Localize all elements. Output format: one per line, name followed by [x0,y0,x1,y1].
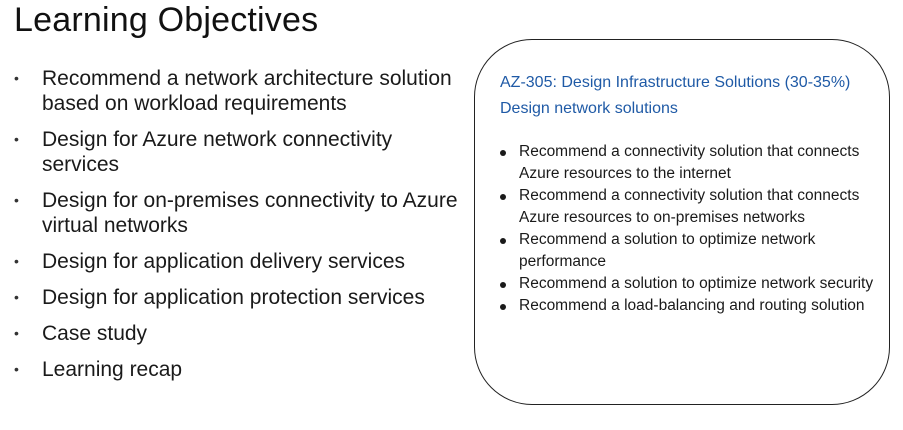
objectives-list: • Recommend a network architecture soluti… [14,66,464,393]
bullet-dot-icon [500,194,506,200]
card-skills-list: Recommend a connectivity solution that c… [500,141,875,317]
bullet-icon: • [14,325,19,341]
slide-title: Learning Objectives [14,1,319,39]
bullet-dot-icon [500,150,506,156]
objective-text: Case study [42,322,148,345]
bullet-icon: • [14,192,19,208]
skill-item: Recommend a connectivity solution that c… [500,141,875,185]
objective-item: • Design for on-premises connectivity to … [14,188,464,238]
objective-text: Design for application protection servic… [42,286,425,309]
objective-text: Design for on-premises connectivity to A… [42,189,458,237]
bullet-icon: • [14,253,19,269]
objective-item: • Learning recap [14,357,464,382]
bullet-icon: • [14,131,19,147]
card-heading: AZ-305: Design Infrastructure Solutions … [500,74,851,91]
card-header: AZ-305: Design Infrastructure Solutions … [500,70,880,122]
skill-item: Recommend a connectivity solution that c… [500,185,875,229]
bullet-dot-icon [500,304,506,310]
bullet-dot-icon [500,282,506,288]
objective-item: • Design for application delivery service… [14,249,464,274]
bullet-icon: • [14,289,19,305]
skill-text: Recommend a connectivity solution that c… [519,187,860,226]
objective-text: Design for Azure network connectivity se… [42,128,393,176]
skill-item: Recommend a solution to optimize network… [500,229,875,273]
skill-item: Recommend a load-balancing and routing s… [500,295,875,317]
skill-text: Recommend a solution to optimize network… [519,275,874,292]
objective-text: Design for application delivery services [42,250,405,273]
skill-text: Recommend a connectivity solution that c… [519,143,860,182]
exam-skills-card: AZ-305: Design Infrastructure Solutions … [474,39,890,405]
bullet-icon: • [14,361,19,377]
objective-text: Recommend a network architecture solutio… [42,67,452,115]
bullet-dot-icon [500,238,506,244]
objective-item: • Case study [14,321,464,346]
skill-text: Recommend a load-balancing and routing s… [519,297,865,314]
bullet-icon: • [14,70,19,86]
objective-text: Learning recap [42,358,183,381]
objective-item: • Design for application protection servi… [14,285,464,310]
card-subheading: Design network solutions [500,100,678,117]
skill-text: Recommend a solution to optimize network… [519,231,816,270]
objective-item: • Design for Azure network connectivity s… [14,127,464,177]
skill-item: Recommend a solution to optimize network… [500,273,875,295]
objective-item: • Recommend a network architecture soluti… [14,66,464,116]
